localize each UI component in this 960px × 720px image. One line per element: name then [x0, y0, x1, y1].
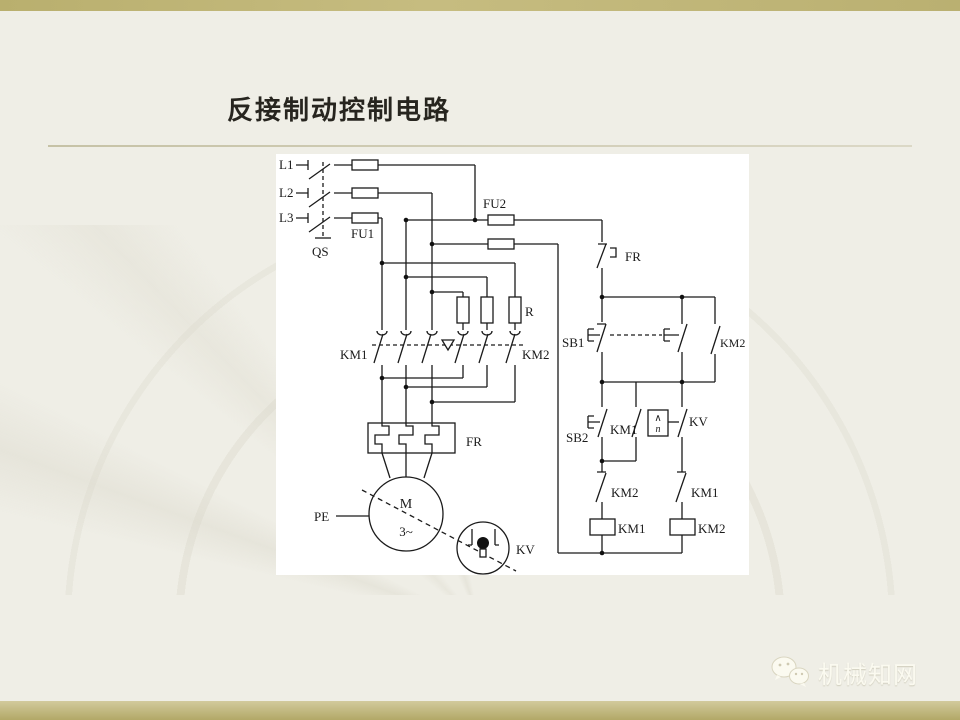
sb2-no-contact [587, 382, 608, 472]
speed-relay-internals [468, 529, 499, 558]
label-l2: L2 [279, 185, 293, 200]
km2-selfhold-contact [710, 297, 721, 382]
wechat-icon [771, 656, 809, 687]
circuit-panel: L1 L2 L3 QS FU1 FU2 R KM1 KM2 FR PE M 3~… [276, 154, 749, 575]
main-contacts-km1-km2 [372, 330, 526, 423]
label-km1-coil: KM1 [618, 521, 645, 536]
label-km2-main: KM2 [522, 347, 549, 362]
mechanical-link-triangle [440, 339, 456, 352]
label-km1-interlock: KM1 [691, 485, 718, 500]
label-sb2: SB2 [566, 430, 588, 445]
label-pe: PE [314, 509, 329, 524]
km1-coil [589, 518, 616, 536]
label-fu2: FU2 [483, 196, 506, 211]
resistor-tap-3 [432, 291, 464, 330]
label-kv-relay: KV [516, 542, 535, 557]
supply-lead-l1 [296, 164, 476, 220]
label-km2-coil: KM2 [698, 521, 725, 536]
title-divider [48, 145, 912, 147]
resistor-tap-1 [382, 262, 516, 330]
label-km1-selfhold: KM1 [610, 422, 637, 437]
label-speed-symbol-bottom: n [656, 424, 661, 435]
sb1-no-contact [663, 297, 688, 382]
coil-bottom-leads [601, 535, 683, 553]
kv-speed-contact [647, 382, 688, 472]
shaft-dashed-link [361, 489, 517, 572]
junction-dots [379, 217, 685, 556]
label-sb1: SB1 [562, 335, 584, 350]
motor-circle [368, 476, 444, 552]
km1-selfhold-contact [602, 382, 642, 462]
label-km1-main: KM1 [340, 347, 367, 362]
top-accent-band [0, 0, 960, 11]
label-km2-interlock: KM2 [611, 485, 638, 500]
label-motor-phases: 3~ [399, 524, 413, 539]
fuse-fu2 [487, 214, 515, 250]
label-speed-symbol-top: ∧ [654, 413, 661, 424]
bottom-accent-band [0, 701, 960, 720]
label-motor: M [400, 497, 413, 512]
label-r: R [525, 304, 534, 319]
km2-coil [669, 518, 696, 536]
resistor-tap-2 [406, 276, 488, 330]
label-fr-main: FR [466, 434, 482, 449]
braking-resistors-r [456, 296, 522, 324]
label-fr-aux: FR [625, 249, 641, 264]
label-l1: L1 [279, 157, 293, 172]
watermark-text: 机械知网 [818, 661, 918, 689]
km2-interlock-contact [595, 471, 607, 519]
circuit-diagram: L1 L2 L3 QS FU1 FU2 R KM1 KM2 FR PE M 3~… [279, 157, 745, 575]
km1-interlock-contact [675, 471, 687, 519]
label-km2-selfhold: KM2 [720, 336, 745, 350]
control-circuit [557, 220, 721, 554]
thermal-relay-fr-box [367, 422, 456, 454]
slide-title: 反接制动控制电路 [227, 95, 452, 125]
power-circuit [296, 159, 602, 575]
label-qs: QS [312, 244, 329, 259]
label-kv-contact: KV [689, 414, 708, 429]
knife-switch-qs [307, 160, 331, 239]
sb1-nc-contact [587, 297, 662, 382]
watermark: 机械知网 [770, 654, 918, 690]
motor-leads [381, 452, 433, 479]
label-l3: L3 [279, 210, 293, 225]
fr-aux-contact [596, 220, 617, 297]
fuse-fu1 [351, 159, 379, 224]
label-fu1: FU1 [351, 226, 374, 241]
